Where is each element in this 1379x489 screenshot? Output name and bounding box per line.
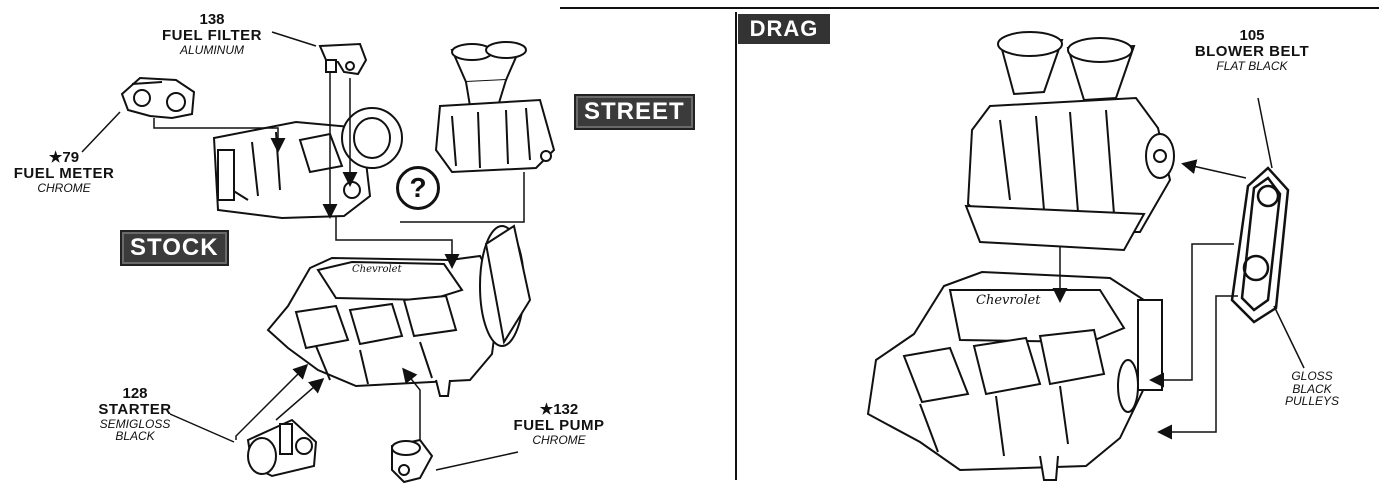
fuel-filter-callout: 138 FUEL FILTER ALUMINUM [150, 12, 274, 56]
fuel-meter-callout: ★79 FUEL METER CHROME [2, 150, 126, 194]
street-badge: STREET [574, 94, 695, 130]
street-carburetor-unit [436, 42, 554, 172]
stock-badge: STOCK [120, 230, 229, 266]
starter-number: 128 [80, 386, 190, 402]
fuel-meter-finish: CHROME [2, 182, 126, 195]
belt-to-engine-line [1152, 244, 1234, 380]
belt-to-blower-line [1184, 164, 1246, 178]
blower-belt-callout: 105 BLOWER BELT FLAT BLACK [1186, 28, 1318, 72]
pulleys-line1: GLOSS [1272, 370, 1352, 383]
fuel-filter-number: 138 [150, 12, 274, 28]
blower-belt-name: BLOWER BELT [1186, 44, 1318, 60]
starter-part [248, 420, 316, 476]
stock-engine-block [268, 226, 530, 396]
starter-to-engine-line-2 [276, 380, 322, 420]
fuel-pump-part [392, 440, 432, 482]
engine-script-right: Chevrolet [976, 293, 1041, 308]
pulleys-leader [1274, 306, 1304, 368]
belt-to-engine-line-2 [1160, 296, 1238, 432]
fuel-pump-name: FUEL PUMP [494, 418, 624, 434]
fuel-pump-callout: ★132 FUEL PUMP CHROME [494, 402, 624, 446]
fuel-filter-name: FUEL FILTER [150, 28, 274, 44]
engine-script-left: Chevrolet [352, 264, 403, 275]
question-mark-icon: ? [396, 166, 440, 210]
fuel-filter-part [320, 44, 366, 74]
starter-finish-line2: BLACK [80, 430, 190, 443]
fuel-meter-part [122, 78, 194, 118]
fuel-meter-name: FUEL METER [2, 166, 126, 182]
fuel-filter-leader [272, 32, 316, 46]
fuel-pump-finish: CHROME [494, 434, 624, 447]
blower-belt-leader [1258, 98, 1272, 168]
pulleys-line3: PULLEYS [1272, 395, 1352, 408]
fuel-pump-leader [436, 452, 518, 470]
stock-injection-unit [214, 108, 402, 218]
fuel-pump-number: ★132 [494, 402, 624, 418]
drag-badge: DRAG [738, 14, 830, 44]
blower-belt-finish: FLAT BLACK [1186, 60, 1318, 73]
fuel-filter-finish: ALUMINUM [150, 44, 274, 57]
fuel-meter-leader [82, 112, 120, 152]
starter-name: STARTER [80, 402, 190, 418]
blower-belt-number: 105 [1186, 28, 1318, 44]
blower-belt-part [1232, 168, 1288, 322]
fuel-meter-number: ★79 [2, 150, 126, 166]
starter-callout: 128 STARTER SEMIGLOSS BLACK [80, 386, 190, 443]
pulleys-callout: GLOSS BLACK PULLEYS [1272, 370, 1352, 408]
blower-assembly [966, 32, 1174, 250]
